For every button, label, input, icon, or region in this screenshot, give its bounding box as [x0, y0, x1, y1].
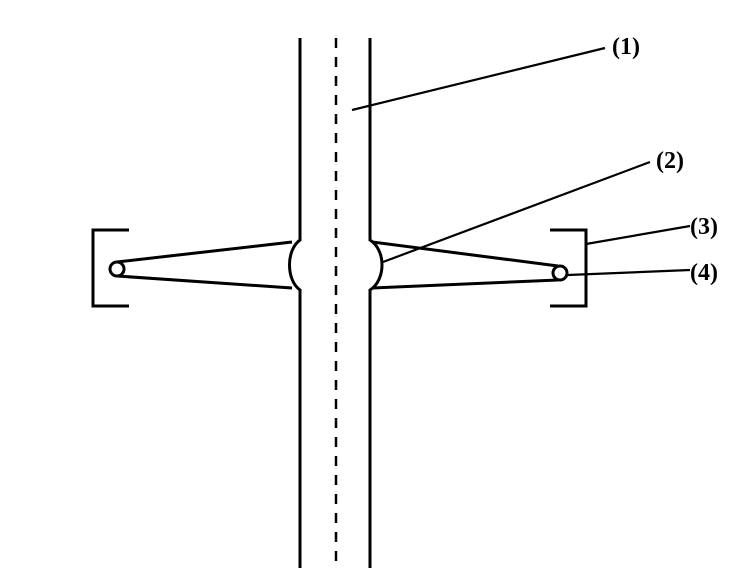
- label-3: (3): [690, 214, 718, 240]
- right-pivot-pin: [551, 264, 569, 282]
- left-pivot-pin: [108, 260, 126, 278]
- left-arm-lower: [116, 274, 293, 290]
- leader-line-3: [585, 224, 691, 246]
- right-arm-upper: [371, 240, 559, 268]
- left-bracket: [91, 228, 129, 308]
- shaft-left-wall: [288, 38, 302, 568]
- left-arm-upper: [116, 240, 293, 264]
- label-2: (2): [656, 148, 684, 174]
- label-1: (1): [612, 34, 640, 60]
- leader-line-2: [382, 160, 651, 264]
- label-4: (4): [690, 260, 718, 286]
- right-bracket: [550, 228, 588, 308]
- leader-line-4: [567, 268, 691, 277]
- shaft-right-wall: [368, 38, 384, 568]
- right-arm-lower: [371, 278, 559, 290]
- leader-line-1: [351, 46, 606, 112]
